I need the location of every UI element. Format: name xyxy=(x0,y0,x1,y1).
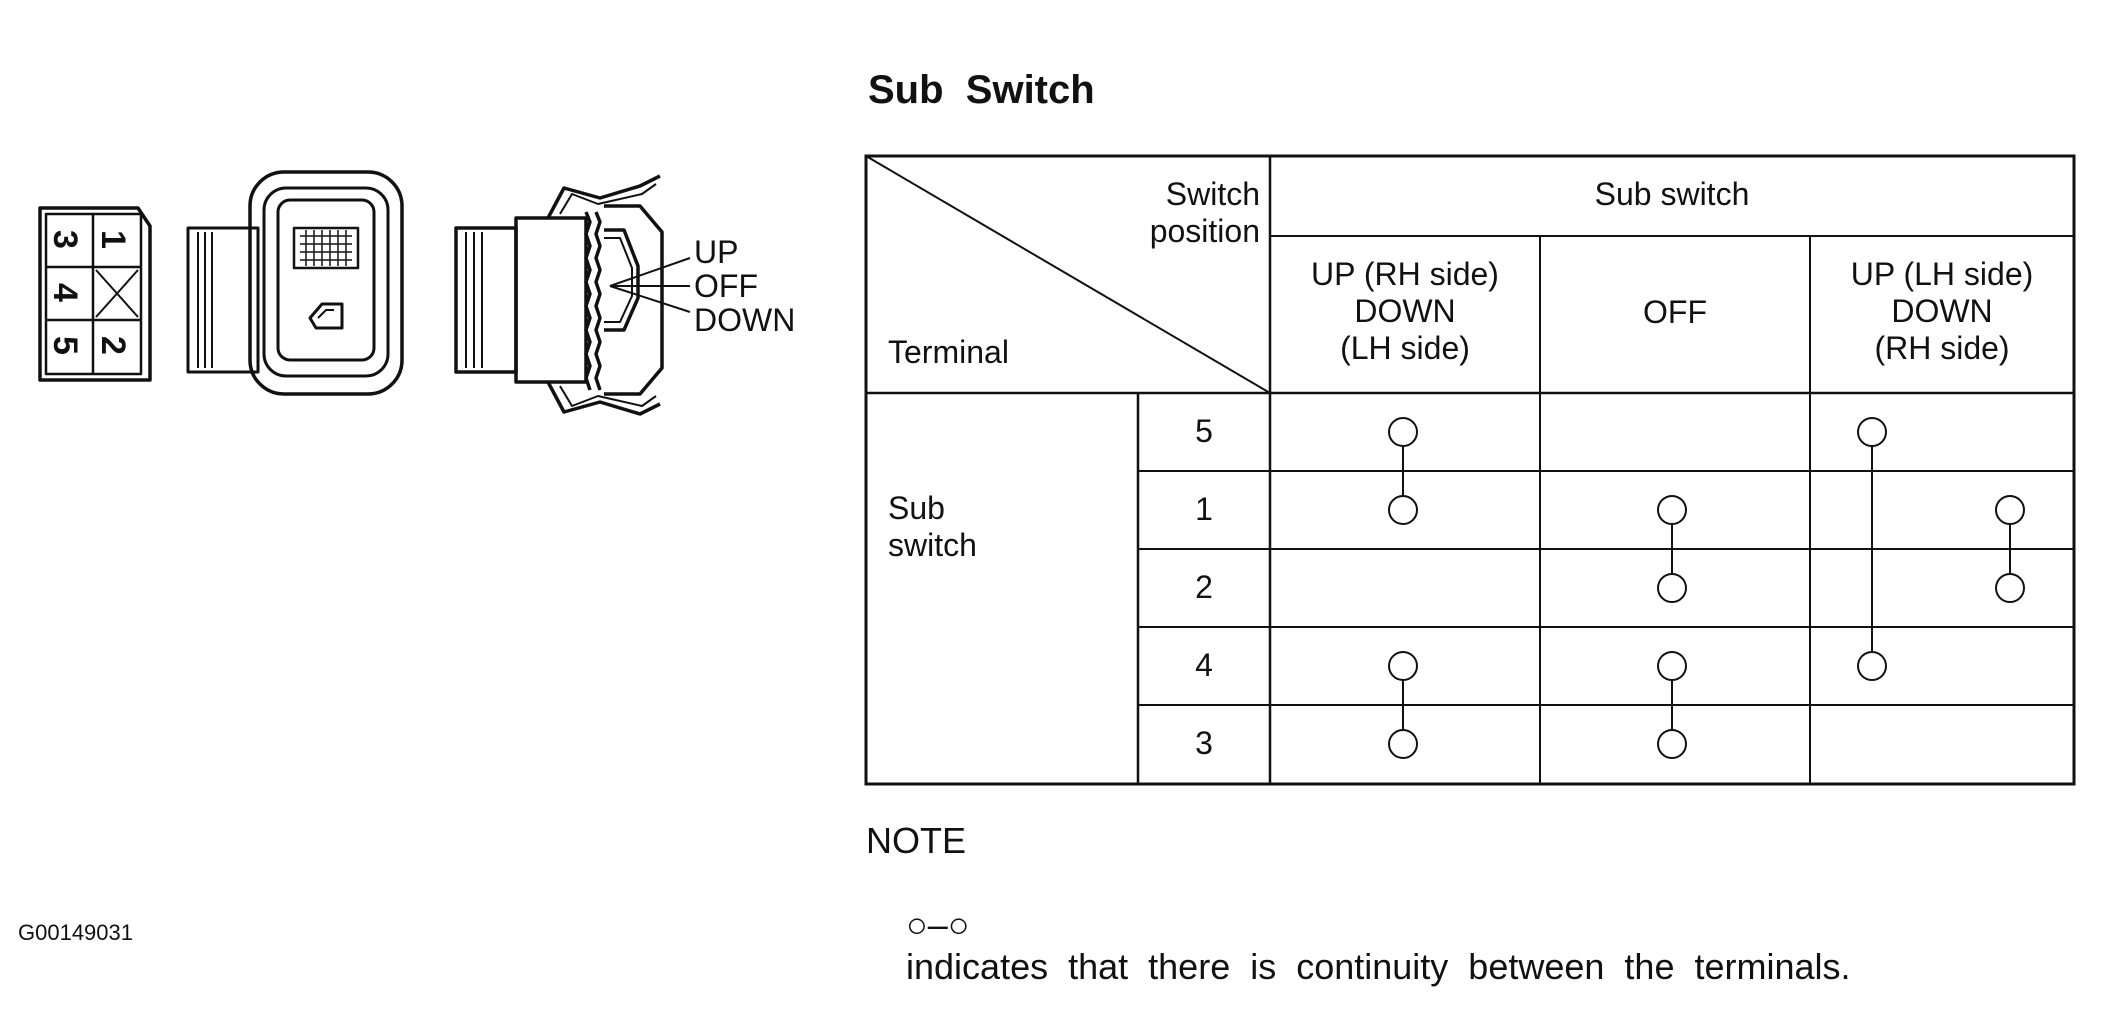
window-switch-icon xyxy=(308,302,344,330)
terminal-number: 5 xyxy=(1195,413,1213,449)
header-switch-line-2: position xyxy=(1149,213,1260,249)
position-label-down: DOWN xyxy=(694,302,796,338)
column-header-up-lh-line-3: (RH side) xyxy=(1874,330,2010,366)
column-header-off-line-1: OFF xyxy=(1643,294,1707,330)
header-switch-position: Switch position xyxy=(1080,176,1260,250)
header-terminal: Terminal xyxy=(888,334,1009,370)
figure-code: G00149031 xyxy=(18,920,133,945)
continuity-terminal-circle xyxy=(1388,729,1418,759)
switch-front-view xyxy=(186,170,404,396)
position-label-off: OFF xyxy=(694,268,758,304)
terminal-number: 2 xyxy=(1195,569,1213,605)
continuity-terminal-circle xyxy=(1388,651,1418,681)
continuity-terminal-circle xyxy=(1857,417,1887,447)
page-title: Sub Switch xyxy=(868,68,1095,112)
column-header-up-lh: UP (LH side) DOWN (RH side) xyxy=(1810,256,2074,367)
continuity-terminal-circle xyxy=(1995,495,2025,525)
column-header-off: OFF xyxy=(1540,294,1810,331)
note-text: indicates that there is continuity betwe… xyxy=(906,946,1851,987)
terminal-pin-face xyxy=(38,206,152,382)
continuity-terminal-circle xyxy=(1388,417,1418,447)
column-header-up-rh-line-2: DOWN xyxy=(1354,293,1456,329)
column-header-up-rh-line-1: UP (RH side) xyxy=(1311,256,1499,292)
continuity-terminal-circle xyxy=(1995,573,2025,603)
row-group-label: Sub switch xyxy=(888,490,1088,564)
column-header-up-rh: UP (RH side) DOWN (LH side) xyxy=(1270,256,1540,367)
note-heading: NOTE xyxy=(866,820,967,861)
position-label-up: UP xyxy=(694,234,739,270)
terminal-number: 3 xyxy=(1195,725,1213,761)
column-header-up-rh-line-3: (LH side) xyxy=(1340,330,1470,366)
continuity-terminal-circle xyxy=(1657,573,1687,603)
column-header-up-lh-line-2: DOWN xyxy=(1891,293,1993,329)
terminal-number: 4 xyxy=(1195,647,1213,683)
continuity-terminal-circle xyxy=(1388,495,1418,525)
column-header-up-lh-line-1: UP (LH side) xyxy=(1850,256,2034,292)
row-group-label-line-1: Sub xyxy=(888,490,945,526)
header-switch-line-1: Switch xyxy=(1165,176,1260,212)
switch-side-view xyxy=(454,174,691,416)
terminal-number: 1 xyxy=(1195,491,1213,527)
row-group-label-line-2: switch xyxy=(888,527,977,563)
continuity-symbol-icon: ○–○ xyxy=(906,904,970,945)
switch-illustration xyxy=(38,170,691,416)
continuity-terminal-circle xyxy=(1657,495,1687,525)
continuity-terminal-circle xyxy=(1657,729,1687,759)
note-line: ○–○ indicates that there is continuity b… xyxy=(866,862,1851,1030)
continuity-terminal-circle xyxy=(1857,651,1887,681)
continuity-terminal-circle xyxy=(1657,651,1687,681)
header-sub-switch: Sub switch xyxy=(1594,176,1750,212)
